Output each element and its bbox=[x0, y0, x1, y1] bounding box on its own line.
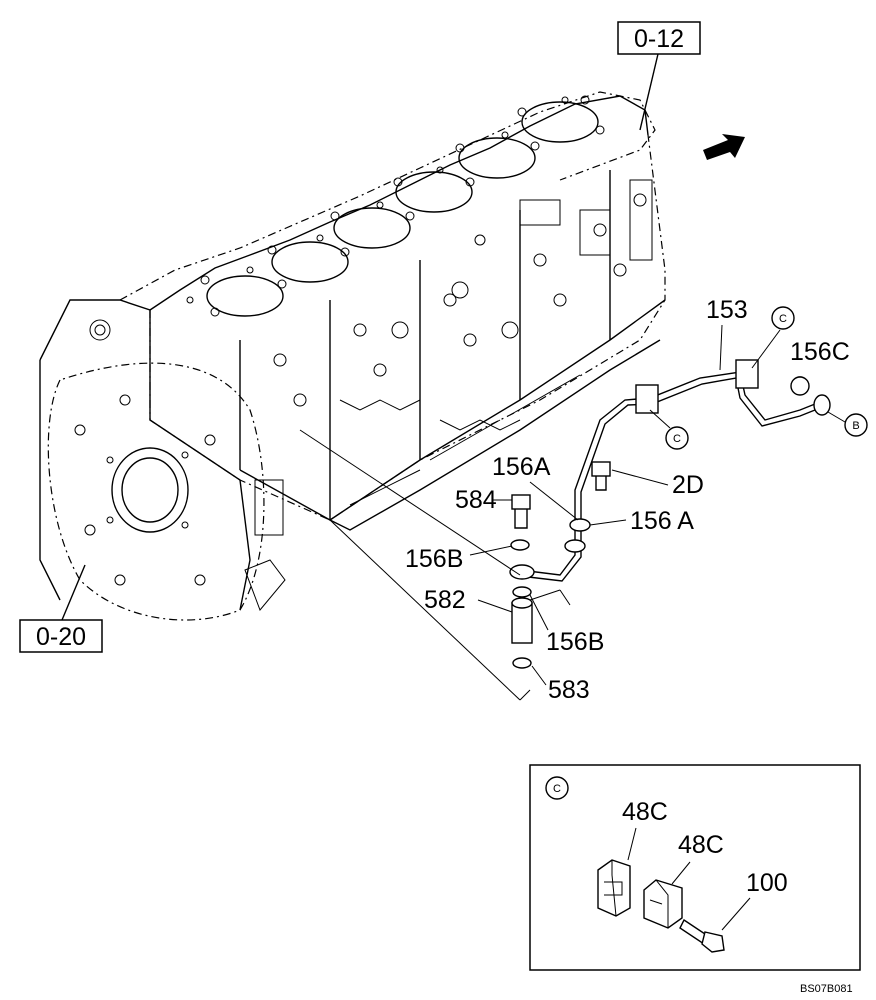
label-582: 582 bbox=[424, 586, 466, 614]
flywheel-housing bbox=[39, 299, 286, 621]
label-583: 583 bbox=[548, 676, 590, 704]
svg-text:C: C bbox=[779, 313, 787, 325]
svg-text:C: C bbox=[673, 433, 681, 445]
callouts: 153 C 156C B C 156A 2D 156 A 584 156B 58… bbox=[405, 296, 868, 704]
direction-arrow-icon bbox=[703, 134, 745, 160]
svg-text:0-12: 0-12 bbox=[634, 25, 684, 53]
label-48C-b: 48C bbox=[678, 831, 724, 859]
drawing-code: BS07B081 bbox=[800, 983, 853, 995]
label-156B-left: 156B bbox=[405, 545, 463, 573]
label-156A-right: 156 A bbox=[630, 507, 694, 535]
label-156B-right: 156B bbox=[546, 628, 604, 656]
label-156A-upper: 156A bbox=[492, 453, 551, 481]
ref-box-block: 0-12 bbox=[617, 21, 701, 131]
circle-c-mid bbox=[665, 426, 689, 450]
circle-b bbox=[844, 413, 868, 437]
detail-inset-c: C 48C 48C 100 bbox=[529, 764, 861, 971]
svg-text:B: B bbox=[852, 420, 859, 432]
label-153: 153 bbox=[706, 296, 748, 324]
circle-c-top bbox=[771, 306, 795, 330]
label-584: 584 bbox=[455, 486, 497, 514]
svg-text:C: C bbox=[553, 783, 561, 795]
label-48C-a: 48C bbox=[622, 798, 668, 826]
ref-box-flywheel-housing: 0-20 bbox=[19, 564, 103, 653]
label-100: 100 bbox=[746, 869, 788, 897]
svg-text:0-20: 0-20 bbox=[36, 623, 86, 651]
engine-block bbox=[119, 91, 666, 531]
label-156C: 156C bbox=[790, 338, 850, 366]
label-2D: 2D bbox=[672, 471, 704, 499]
